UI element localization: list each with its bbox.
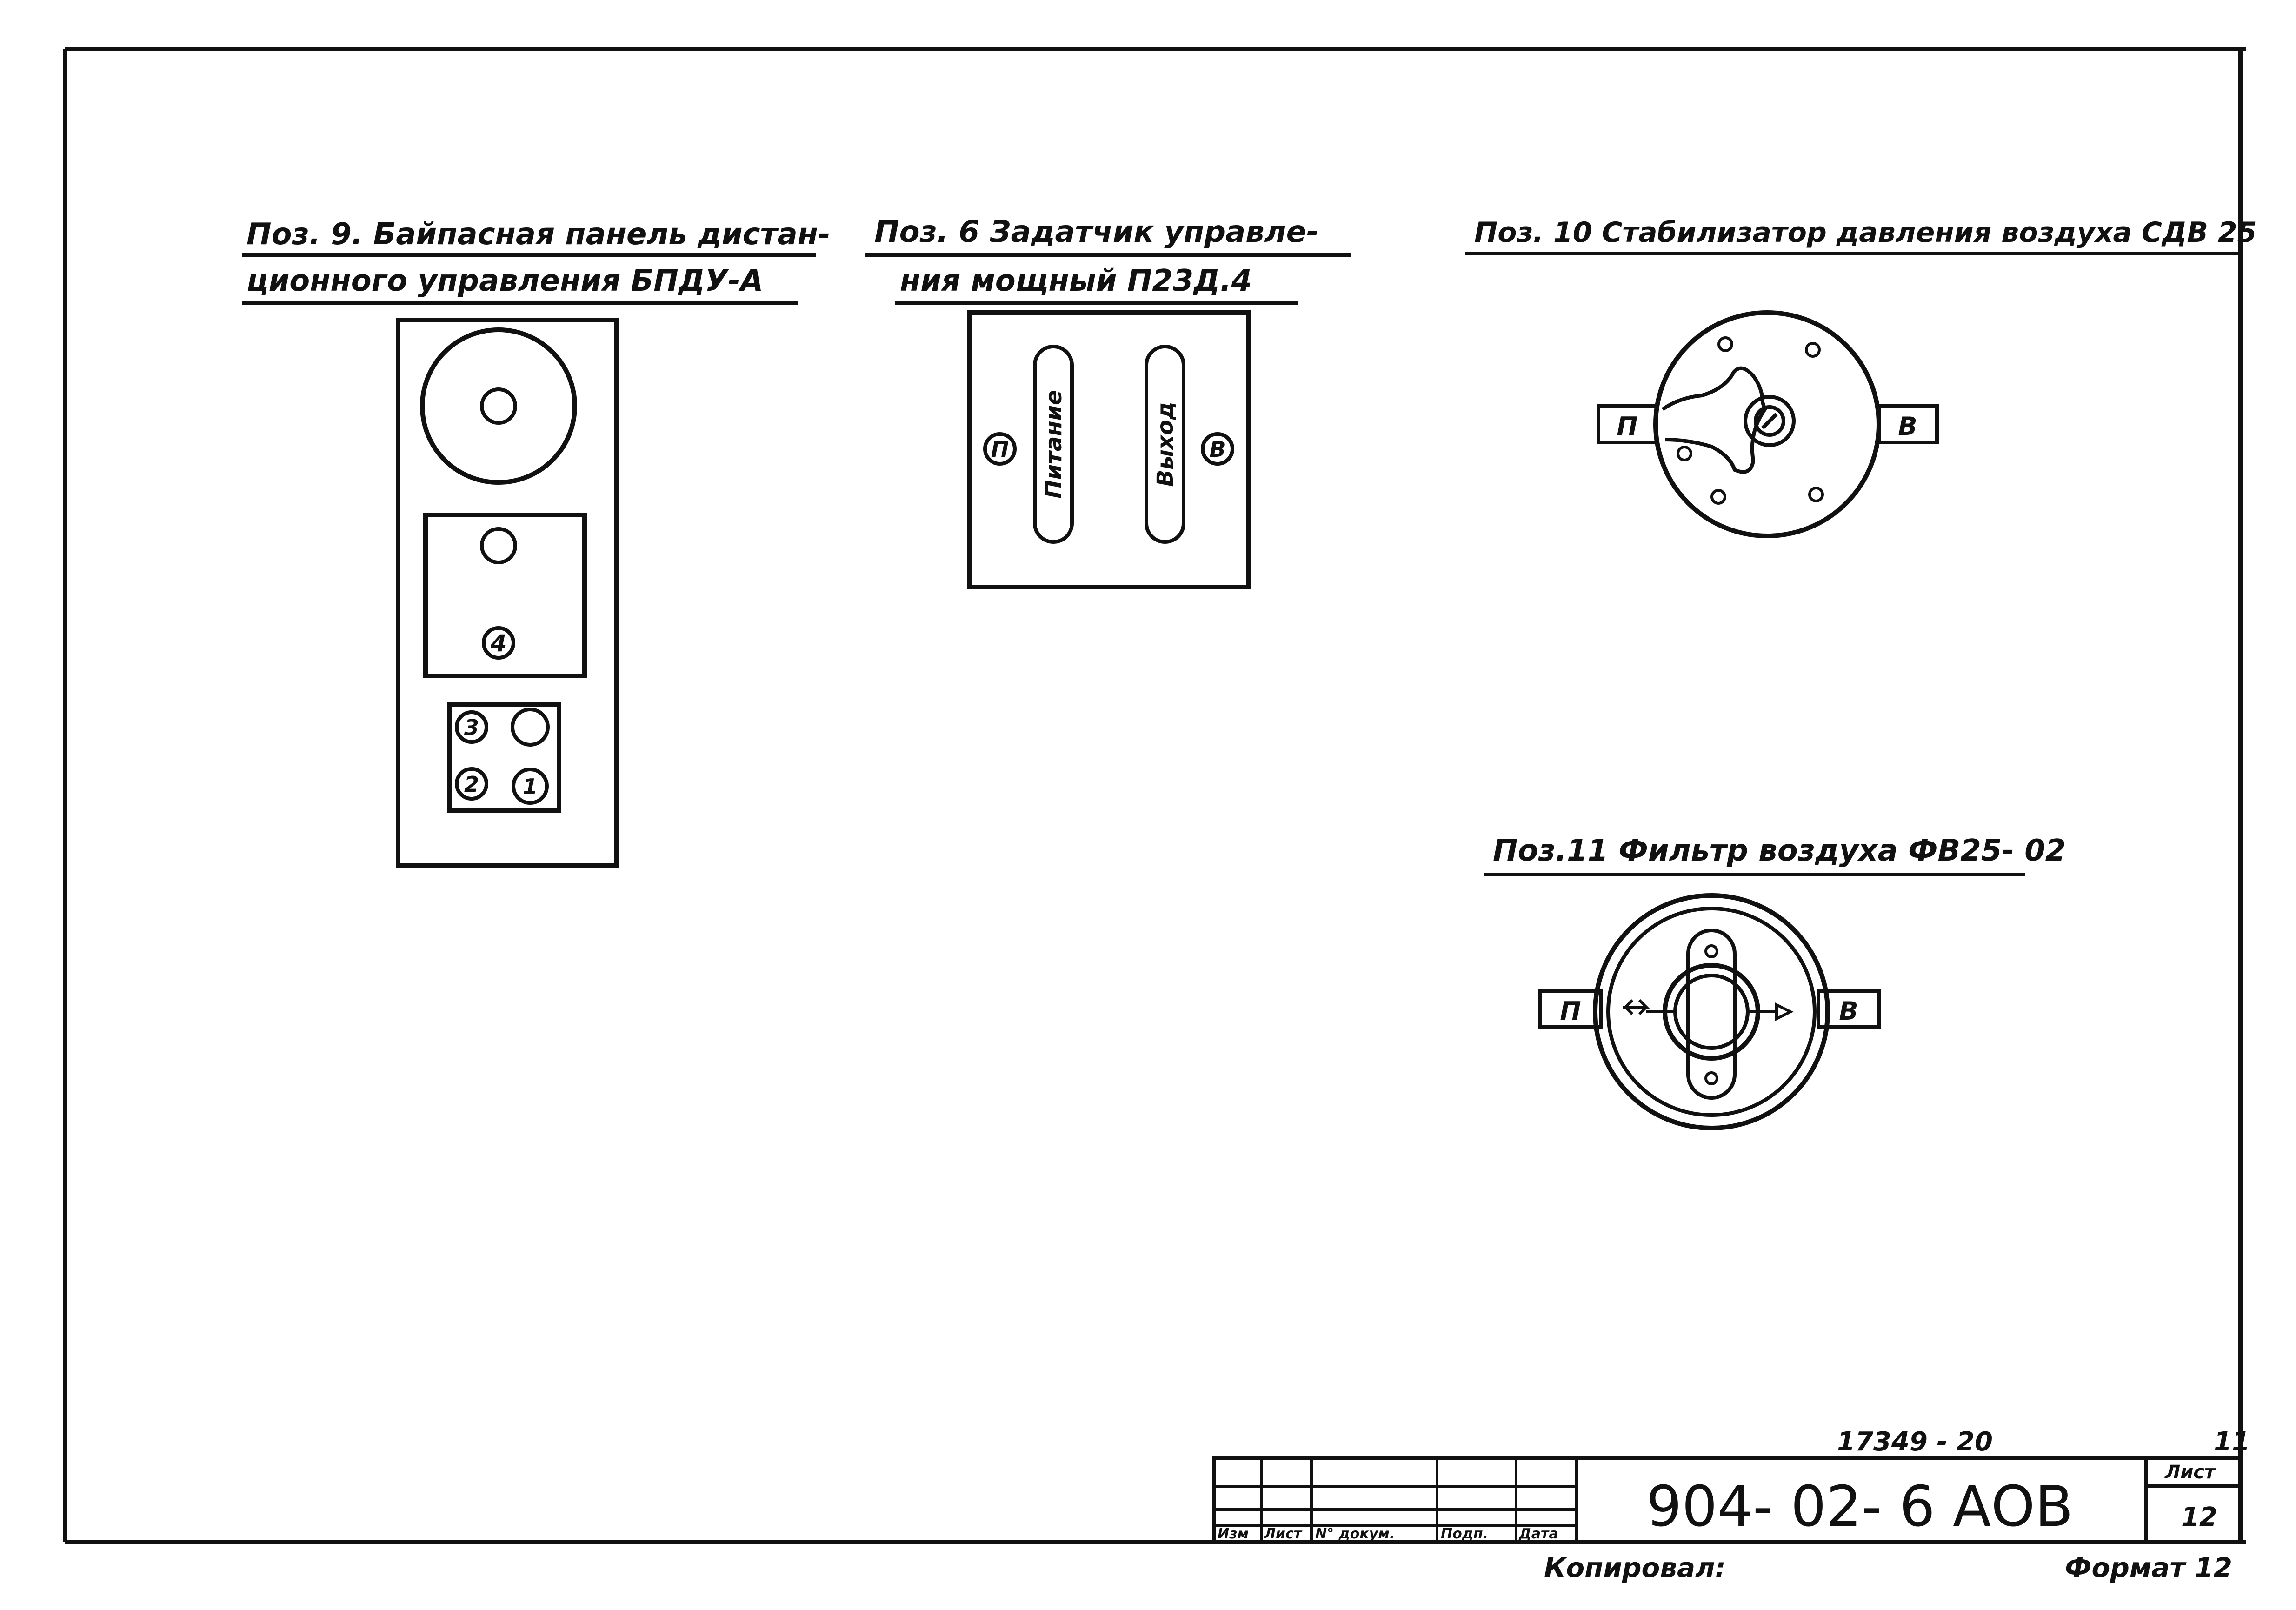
stamp-col-izm: Изм xyxy=(1218,1526,1249,1542)
pos11-filter: П В xyxy=(1538,893,1881,1130)
pos10-stabilizer: П В xyxy=(1597,310,1939,538)
pos6-slot-right-label: Выход xyxy=(1152,402,1178,487)
stamp-col-date: Дата xyxy=(1518,1526,1558,1542)
pos6-slot-left xyxy=(1033,345,1074,544)
title-block: 17349 - 20 11 Изм Лист N° докум. Подп. Д… xyxy=(1212,1427,2250,1583)
pos6-title: Поз. 6 Задатчик управле- ния мощный П23Д… xyxy=(865,215,1351,305)
pos9-title-line2: ционного управления БПДУ-А xyxy=(246,264,763,298)
pos10-title-text: Поз. 10 Стабилизатор давления воздуха СД… xyxy=(1474,216,2257,249)
pos9-dial xyxy=(420,327,577,485)
pos6-slot-left-label: Питание xyxy=(1041,390,1067,498)
pos6-mark-right: В xyxy=(1209,437,1225,462)
pos10-title: Поз. 10 Стабилизатор давления воздуха СД… xyxy=(1465,216,2257,255)
stamp-sheet-count: 11 xyxy=(2214,1427,2250,1457)
pos9-label-2: 2 xyxy=(464,772,479,797)
pos9-title: Поз. 9. Байпасная панель дистан- ционног… xyxy=(242,217,831,305)
stamp-list-no: 12 xyxy=(2181,1502,2217,1532)
pos6-mark-left: П xyxy=(991,437,1009,462)
pos10-left-label: П xyxy=(1617,412,1637,441)
pos11-right-label: В xyxy=(1839,996,1858,1026)
pos11-title: Поз.11 Фильтр воздуха ФВ25- 02 xyxy=(1484,834,2066,876)
drawing-frame xyxy=(63,47,2246,1544)
stamp-copied-label: Копировал: xyxy=(1544,1552,1726,1583)
stamp-code: 904- 02- 6 АОВ xyxy=(1646,1475,2073,1539)
stamp-archive-no: 17349 - 20 xyxy=(1837,1427,1993,1457)
pos9-label-1: 1 xyxy=(523,774,538,799)
pos10-right-label: В xyxy=(1898,412,1917,441)
stamp-list-label: Лист xyxy=(2164,1462,2216,1483)
pos6-title-line1: Поз. 6 Задатчик управле- xyxy=(874,215,1319,249)
stamp-col-list: Лист xyxy=(1264,1526,1303,1542)
pos6-title-line2: ния мощный П23Д.4 xyxy=(900,264,1252,298)
pos9-label-3: 3 xyxy=(464,715,479,740)
pos11-left-label: П xyxy=(1560,996,1581,1026)
stamp-col-sign: Подп. xyxy=(1441,1526,1488,1542)
pos9-middle-box xyxy=(423,513,587,678)
pos9-panel: 4 3 2 1 xyxy=(396,318,619,868)
pos9-small-box xyxy=(447,702,561,813)
pos9-title-line1: Поз. 9. Байпасная панель дистан- xyxy=(246,217,831,252)
stamp-format-label: Формат 12 xyxy=(2065,1552,2232,1583)
pos6-slot-right xyxy=(1145,345,1185,544)
pos6-panel: Питание Выход П В xyxy=(967,310,1251,589)
pos9-label-4: 4 xyxy=(490,630,507,657)
stamp-col-doc: N° докум. xyxy=(1315,1526,1395,1542)
pos11-title-text: Поз.11 Фильтр воздуха ФВ25- 02 xyxy=(1493,834,2066,868)
